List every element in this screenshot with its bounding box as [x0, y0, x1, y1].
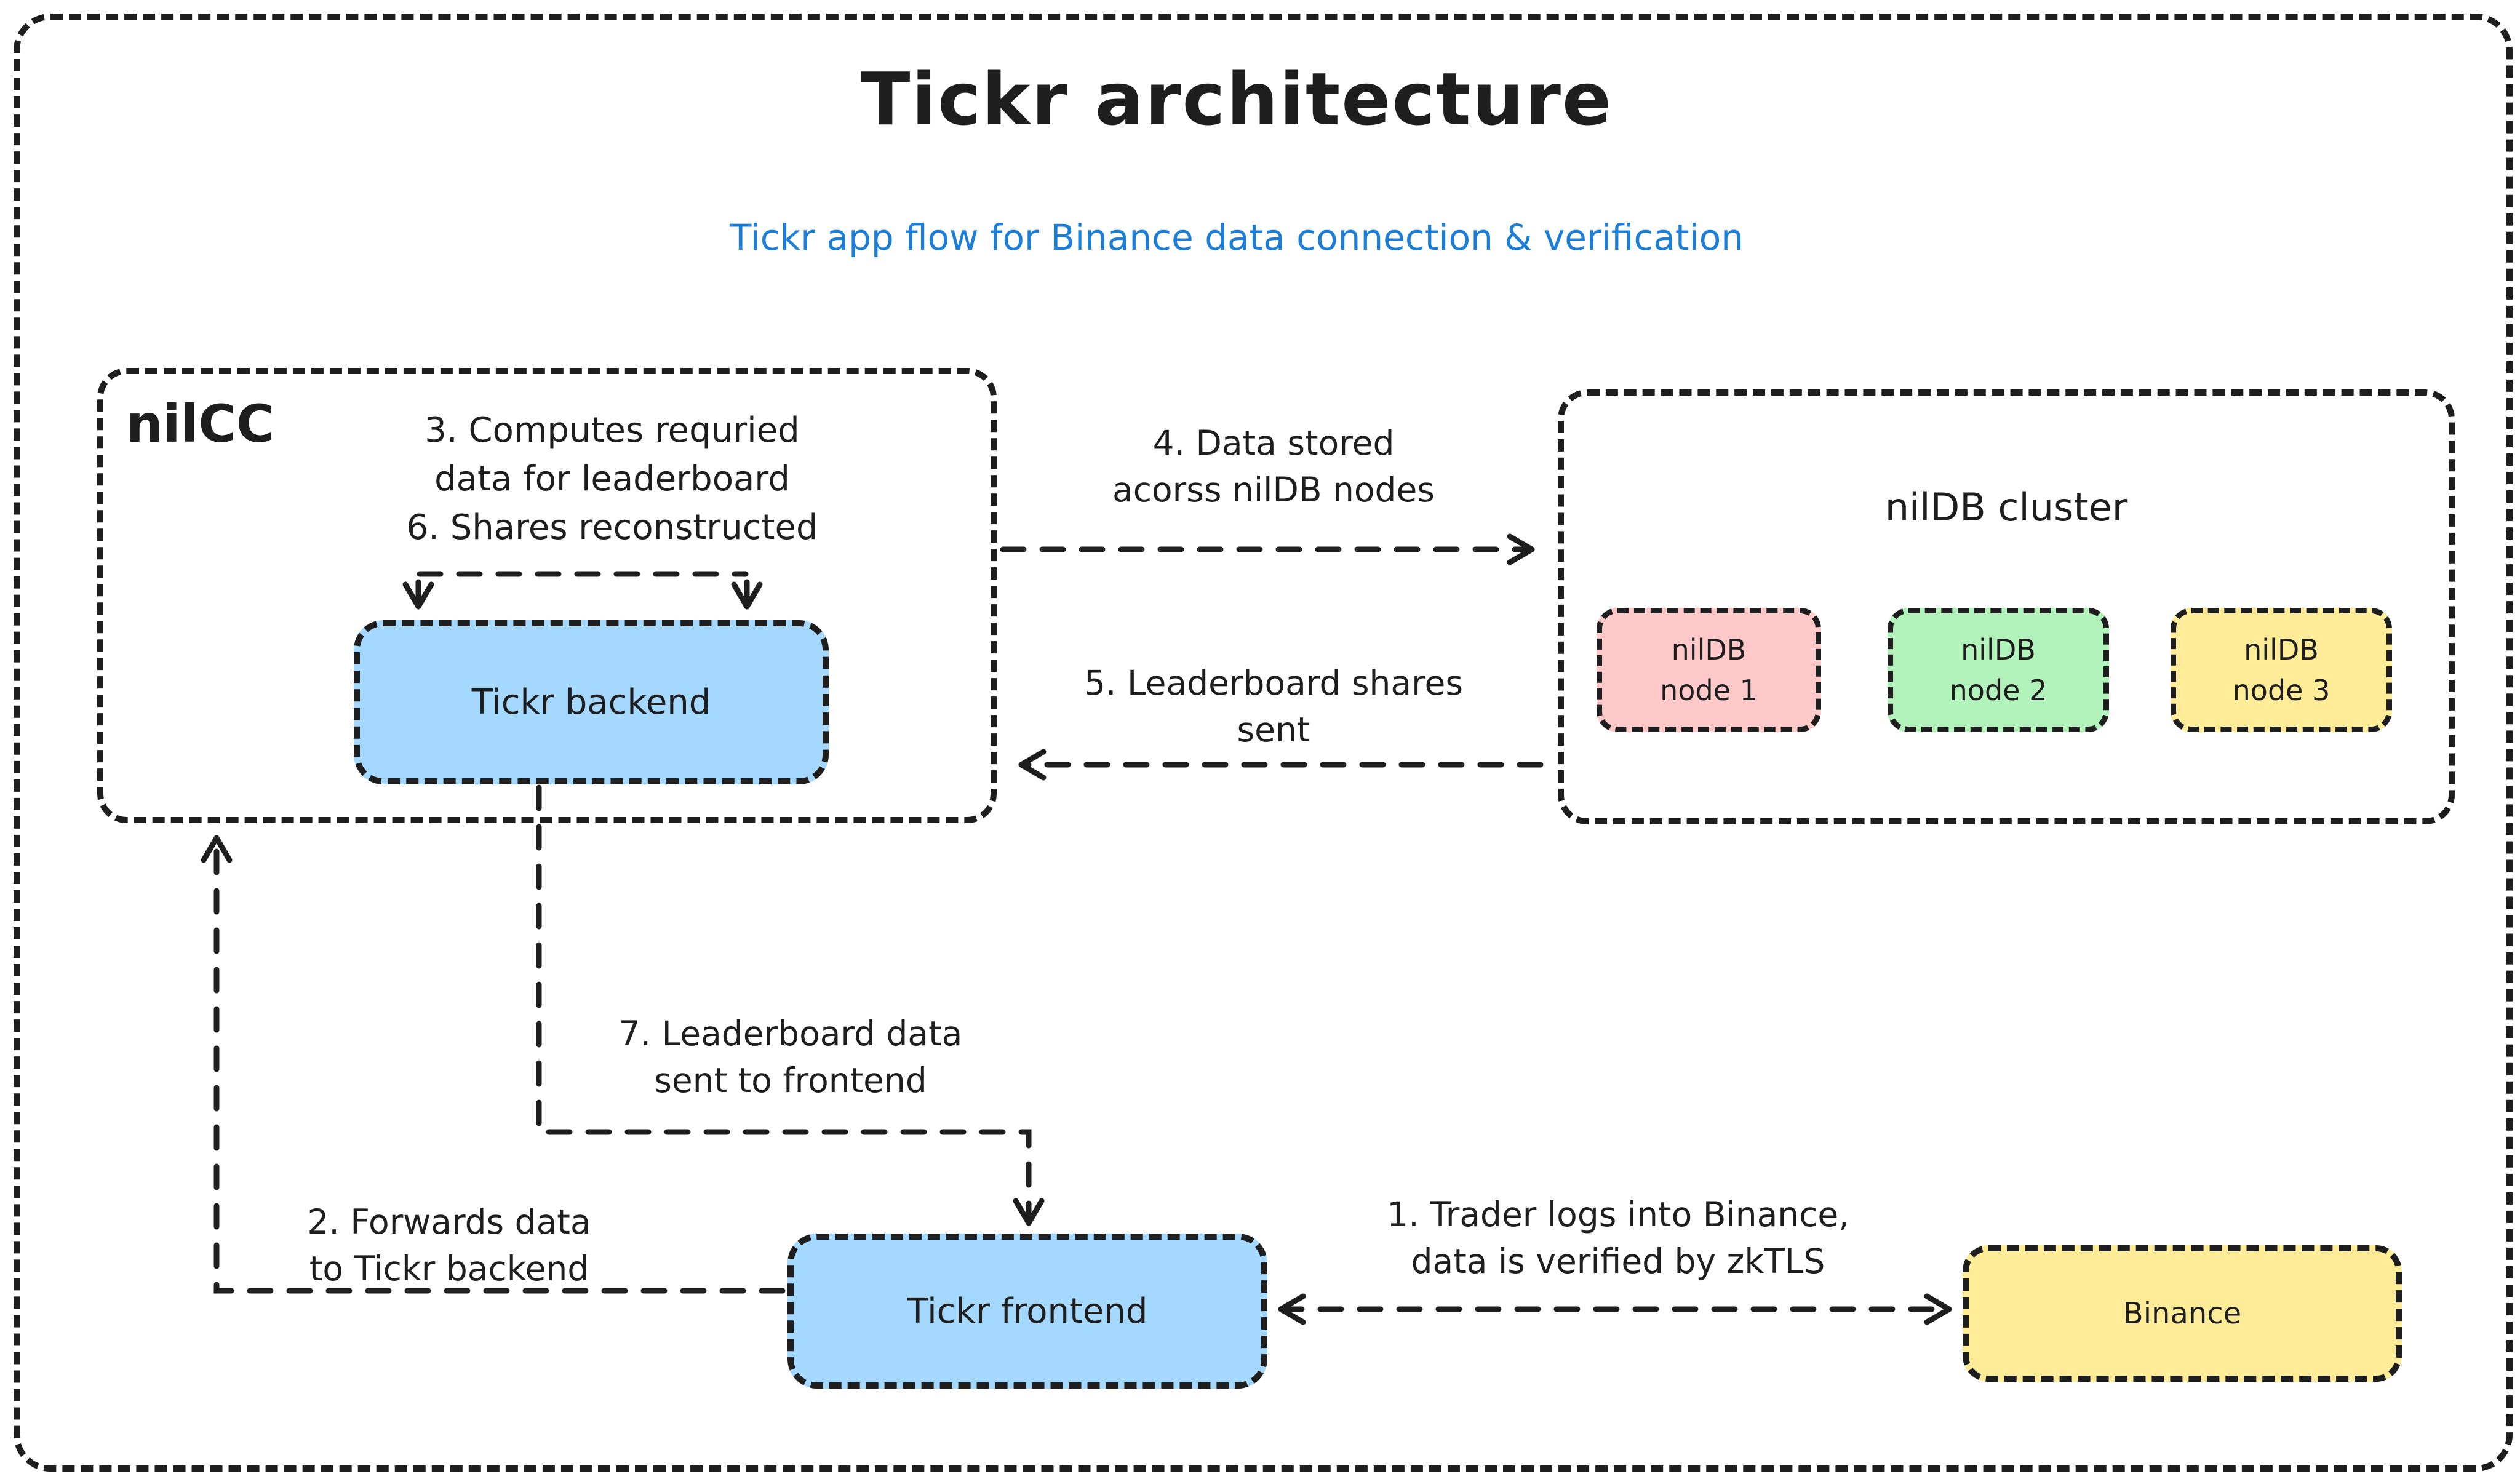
- note-step3-line2: data for leaderboard: [434, 459, 790, 499]
- label-step5-leaderboard-shares: 5. Leaderboard shares sent: [1009, 660, 1538, 753]
- binance-label: Binance: [2123, 1296, 2242, 1331]
- nildb-node-3-line2: node 3: [2232, 674, 2331, 707]
- tickr-backend-label: Tickr backend: [471, 682, 711, 722]
- label-step7-line2: sent to frontend: [654, 1061, 927, 1100]
- tickr-frontend-label: Tickr frontend: [907, 1291, 1148, 1331]
- label-step1-line2: data is verified by zkTLS: [1411, 1242, 1825, 1281]
- label-step5-line1: 5. Leaderboard shares: [1084, 663, 1463, 703]
- nildb-cluster-box: [1558, 389, 2455, 824]
- binance-box: Binance: [1963, 1245, 2402, 1382]
- label-step2-forwards-data: 2. Forwards data to Tickr backend: [203, 1198, 695, 1292]
- label-step5-line2: sent: [1237, 710, 1310, 749]
- note-step3-line1: 3. Computes requried: [425, 410, 800, 450]
- tickr-backend-box: Tickr backend: [354, 620, 829, 784]
- nildb-cluster-label: nilDB cluster: [1884, 485, 2128, 530]
- nildb-node-2-line2: node 2: [1949, 674, 2048, 707]
- label-step4-line1: 4. Data stored: [1152, 423, 1395, 463]
- nildb-node-3-box: nilDB node 3: [2171, 608, 2392, 732]
- label-step4-data-stored: 4. Data stored acorss nilDB nodes: [1009, 420, 1538, 513]
- tickr-frontend-box: Tickr frontend: [788, 1234, 1267, 1389]
- diagram-title: Tickr architecture: [861, 57, 1613, 142]
- nilcc-notes: 3. Computes requried data for leaderboar…: [258, 406, 966, 552]
- nildb-node-2-line1: nilDB: [1961, 633, 2036, 666]
- label-step4-line2: acorss nilDB nodes: [1112, 470, 1435, 509]
- nildb-node-1-line2: node 1: [1660, 674, 1758, 707]
- nildb-node-1-line1: nilDB: [1671, 633, 1747, 666]
- label-step7-line1: 7. Leaderboard data: [618, 1014, 963, 1053]
- nildb-node-2-box: nilDB node 2: [1888, 608, 2109, 732]
- nilcc-label: nilCC: [126, 394, 274, 454]
- label-step7-leaderboard-data: 7. Leaderboard data sent to frontend: [544, 1010, 1037, 1104]
- nildb-node-1-box: nilDB node 1: [1597, 608, 1821, 732]
- label-step1-trader-login: 1. Trader logs into Binance, data is ver…: [1335, 1191, 1901, 1285]
- nildb-node-3-line1: nilDB: [2244, 633, 2319, 666]
- note-step6: 6. Shares reconstructed: [406, 508, 818, 548]
- outer-border: [14, 14, 2513, 1472]
- diagram-subtitle: Tickr app flow for Binance data connecti…: [730, 217, 1744, 258]
- label-step1-line1: 1. Trader logs into Binance,: [1387, 1195, 1849, 1234]
- label-step2-line1: 2. Forwards data: [307, 1202, 591, 1242]
- label-step2-line2: to Tickr backend: [309, 1249, 589, 1288]
